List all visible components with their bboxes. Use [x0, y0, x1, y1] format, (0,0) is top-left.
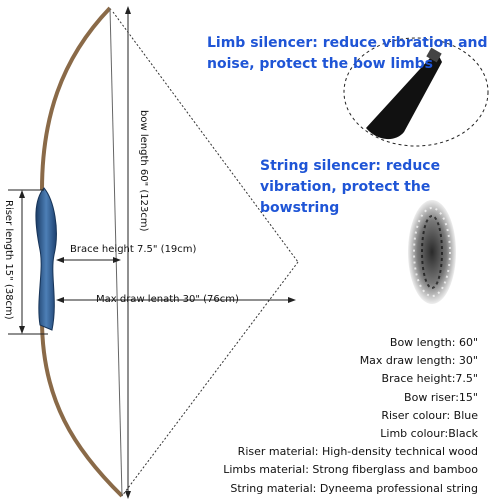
spec-item: Limbs material: Strong fiberglass and ba…	[223, 463, 478, 477]
limb-silencer-image	[366, 54, 442, 140]
string-silencer-callout: String silencer: reduce vibration, prote…	[260, 158, 441, 216]
upper-limb	[40, 6, 112, 191]
spec-item: Riser material: High-density technical w…	[237, 445, 478, 459]
spec-item: Bow riser:15"	[404, 390, 478, 404]
spec-item: Max draw length: 30"	[359, 354, 478, 368]
spec-item: String material: Dyneema professional st…	[230, 481, 478, 495]
bow-length-label: bow length 60" (123cm)	[138, 110, 149, 232]
riser-length-label: Riser length 15" (38cm)	[3, 200, 14, 320]
spec-item: Bow length: 60"	[389, 336, 478, 349]
lower-limb	[40, 319, 124, 498]
bow-string	[109, 7, 123, 497]
draw-line-lower	[121, 261, 299, 497]
spec-item: Brace height:7.5"	[381, 372, 478, 386]
string-silencer-image	[408, 200, 456, 304]
max-draw-label: Max draw lenath 30" (76cm)	[96, 294, 239, 305]
spec-item: Riser colour: Blue	[381, 408, 478, 422]
limb-silencer-callout: Limb silencer: reduce vibration and nois…	[207, 35, 488, 72]
brace-height-label: Brace height 7.5" (19cm)	[70, 244, 197, 255]
spec-item: Limb colour:Black	[380, 427, 478, 440]
limb-silencer-inset	[343, 37, 489, 147]
bow-riser	[35, 187, 57, 331]
